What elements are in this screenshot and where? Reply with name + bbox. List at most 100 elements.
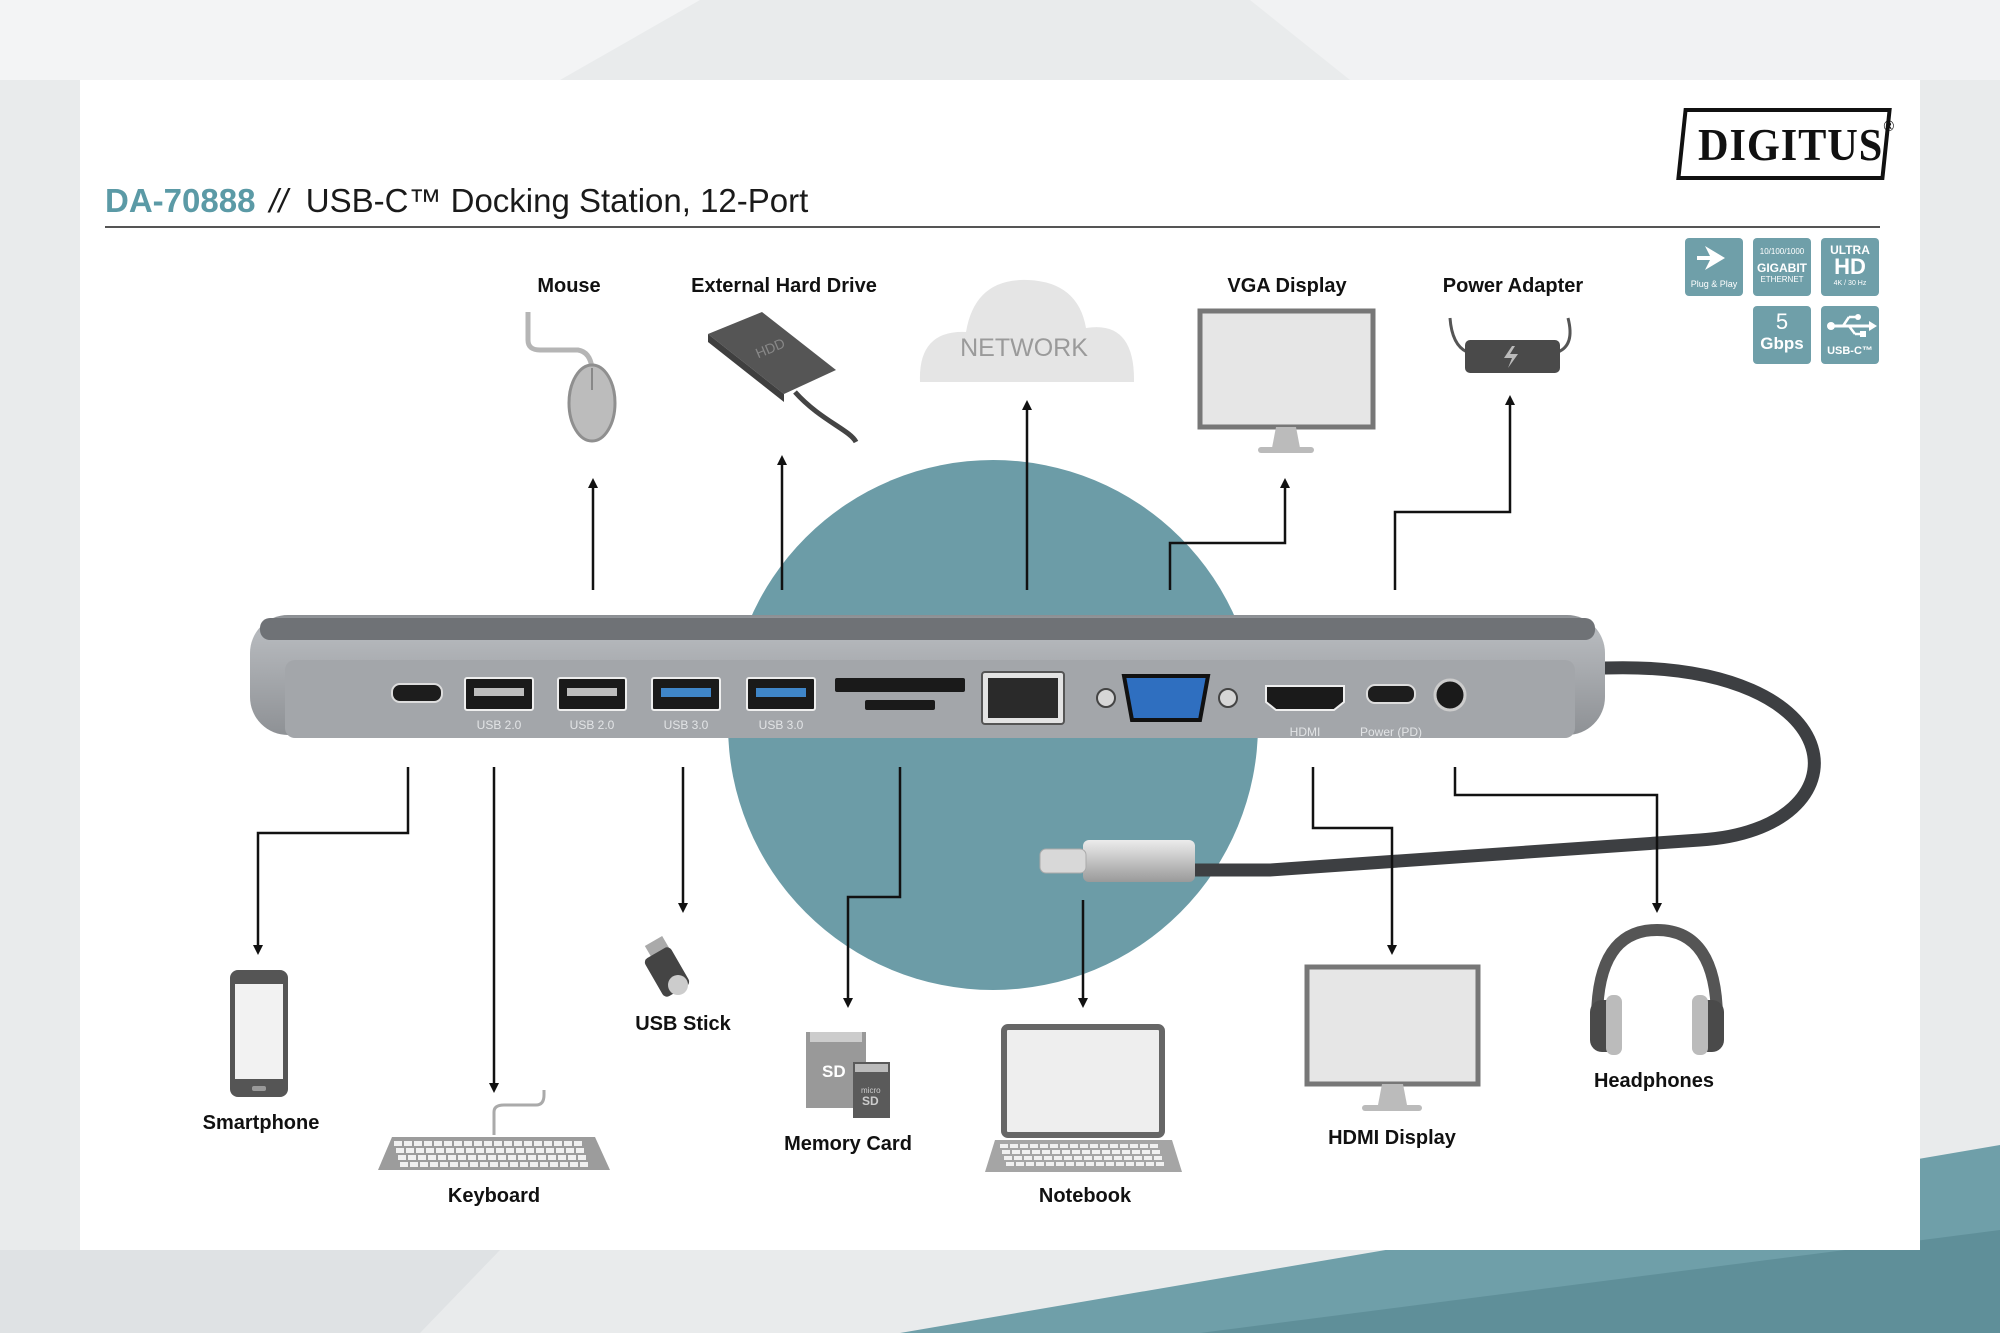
key [1056, 1162, 1064, 1166]
key [566, 1148, 574, 1153]
keyboard-keys [394, 1141, 588, 1167]
vga-screw-right [1218, 688, 1238, 708]
key [494, 1141, 502, 1146]
key [1030, 1144, 1038, 1148]
key [434, 1141, 442, 1146]
key [530, 1162, 538, 1167]
ethernet-text: ETHERNET [1760, 275, 1804, 284]
key [550, 1162, 558, 1167]
key [516, 1148, 524, 1153]
label-smartphone: Smartphone [202, 1112, 320, 1134]
key [1046, 1162, 1054, 1166]
key [424, 1141, 432, 1146]
key [406, 1148, 414, 1153]
key [470, 1162, 478, 1167]
arrow-power-adapter [1393, 395, 1515, 590]
key [400, 1162, 408, 1167]
micro-sd-text-a: micro [861, 1086, 881, 1095]
key [460, 1162, 468, 1167]
speed-number: 5 [1775, 309, 1789, 334]
label-external-hdd: External Hard Drive [691, 275, 877, 297]
key [574, 1141, 582, 1146]
key [1012, 1150, 1020, 1154]
key [570, 1162, 578, 1167]
key [490, 1162, 498, 1167]
key [1052, 1150, 1060, 1154]
usb-c-cable [1188, 661, 1821, 877]
docking-station-top [260, 618, 1595, 640]
key [568, 1155, 576, 1160]
label-keyboard: Keyboard [447, 1185, 541, 1207]
key [1014, 1156, 1022, 1160]
notebook-icon [985, 1024, 1182, 1172]
keyboard-icon [378, 1090, 610, 1170]
port-label-usb2-1: USB 2.0 [476, 718, 522, 732]
key [1124, 1156, 1132, 1160]
key [1084, 1156, 1092, 1160]
key [394, 1141, 402, 1146]
key [1090, 1144, 1098, 1148]
key [1016, 1162, 1024, 1166]
label-vga-display: VGA Display [1227, 275, 1347, 297]
key [564, 1141, 572, 1146]
key [396, 1148, 404, 1153]
label-network: NETWORK [960, 334, 1088, 362]
key [1146, 1162, 1154, 1166]
key [458, 1155, 466, 1160]
key [456, 1148, 464, 1153]
headphones-icon [1590, 923, 1724, 1055]
key [1072, 1150, 1080, 1154]
vga-screw-left [1096, 688, 1116, 708]
key [578, 1155, 586, 1160]
registered-mark: ® [1883, 118, 1896, 135]
key [444, 1141, 452, 1146]
key [468, 1155, 476, 1160]
sd-card-slot [835, 678, 965, 692]
key [438, 1155, 446, 1160]
label-memory-card: Memory Card [784, 1133, 912, 1155]
product-title: USB-C™ Docking Station, 12-Port [305, 182, 809, 219]
micro-sd-slot [865, 700, 935, 710]
port-label-hdmi: HDMI [1289, 725, 1321, 739]
key [1060, 1144, 1068, 1148]
usb-c-port-power [1366, 684, 1416, 704]
key [580, 1162, 588, 1167]
key [526, 1148, 534, 1153]
key [1140, 1144, 1148, 1148]
key [524, 1141, 532, 1146]
arrow-vga-display [1168, 478, 1290, 590]
key [1010, 1144, 1018, 1148]
key [418, 1155, 426, 1160]
key [1066, 1162, 1074, 1166]
brand-name: DIGITUS [1698, 119, 1884, 170]
key [1036, 1162, 1044, 1166]
hdmi-display-icon [1304, 964, 1481, 1111]
key [1070, 1144, 1078, 1148]
key [466, 1148, 474, 1153]
key [1114, 1156, 1122, 1160]
key [1004, 1156, 1012, 1160]
key [556, 1148, 564, 1153]
plug-play-icon [1697, 246, 1725, 270]
vga-display-icon [1197, 308, 1376, 453]
key [446, 1148, 454, 1153]
key [416, 1148, 424, 1153]
key [436, 1148, 444, 1153]
arrow-hdmi-display [1311, 767, 1397, 955]
key [518, 1155, 526, 1160]
port-label-usb3-1: USB 3.0 [663, 718, 709, 732]
digitus-logo: DIGITUS® [1676, 108, 1894, 180]
key [1022, 1150, 1030, 1154]
label-hdmi-display: HDMI Display [1328, 1127, 1456, 1149]
arrow-smartphone [253, 767, 410, 955]
key [448, 1155, 456, 1160]
key [450, 1162, 458, 1167]
key [1134, 1156, 1142, 1160]
usb-c-plug-tip [1039, 848, 1087, 874]
key [1142, 1150, 1150, 1154]
key [1122, 1150, 1130, 1154]
key [428, 1155, 436, 1160]
key [1062, 1150, 1070, 1154]
logo-text: DIGITUS® [1698, 118, 1895, 171]
plug-play-text: Plug & Play [1690, 279, 1738, 289]
